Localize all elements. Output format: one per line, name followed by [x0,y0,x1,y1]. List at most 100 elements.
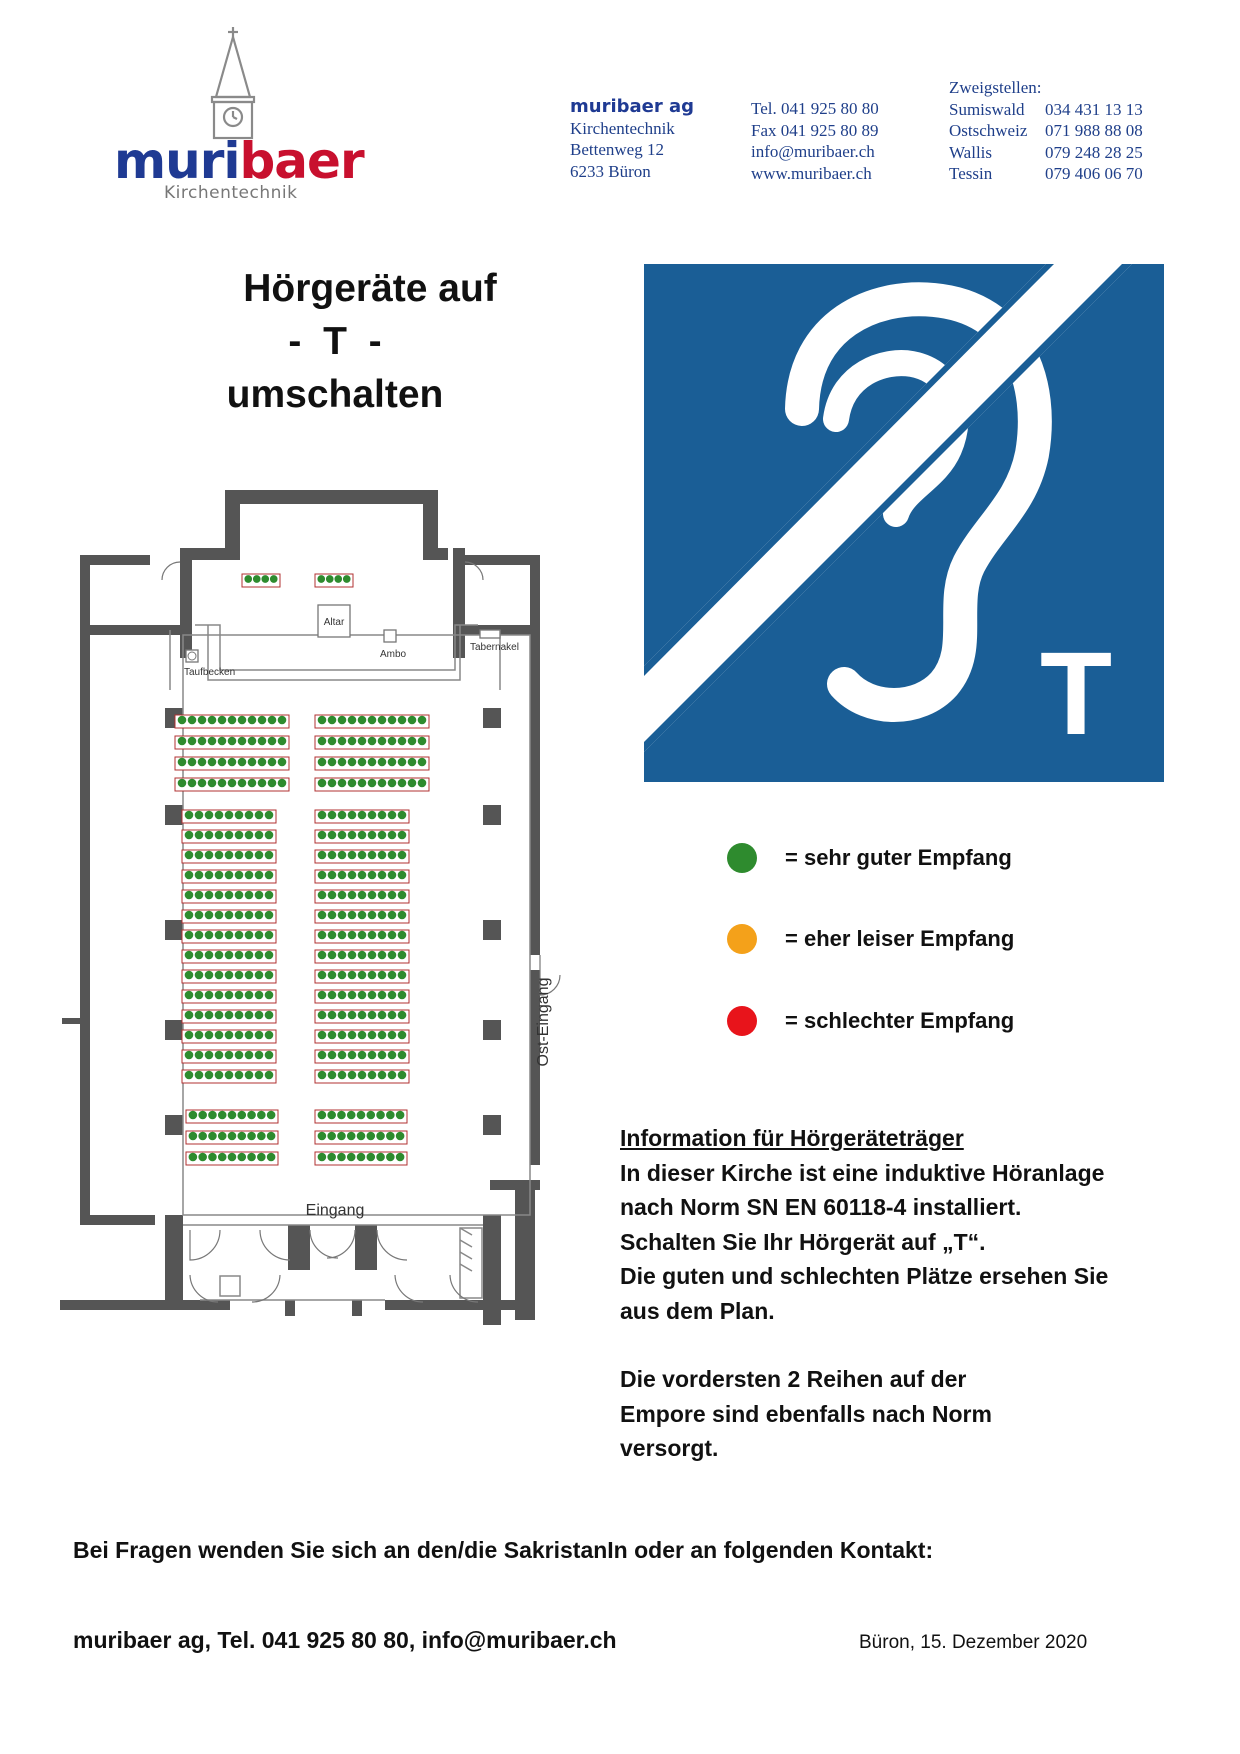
seat-dot [397,830,407,840]
seat-dot [367,810,377,820]
legend-label: = schlechter Empfang [785,1008,1015,1033]
seat-dot [264,830,274,840]
seat-dot [254,810,264,820]
seat-dot [317,910,327,920]
seat-dot [397,757,407,767]
company-contact: Tel. 041 925 80 80 Fax 041 925 80 89 inf… [751,98,879,184]
seat-dot [357,850,367,860]
green-dot-icon [727,843,757,873]
seat-dot [337,890,347,900]
seat-dot [327,870,337,880]
church-tower-icon [210,27,256,140]
seat-dot [377,736,387,746]
seat-dot [337,1131,346,1141]
seat-dot [264,910,274,920]
seat-dot [234,830,244,840]
seat-dot [244,950,254,960]
seat-dot [395,1110,405,1120]
seat-dot [356,1110,366,1120]
seat-dot [327,715,337,725]
seat-dot [257,715,267,725]
seat-dot [397,1050,407,1060]
seat-dot [347,1010,357,1020]
seat-dot [346,1110,356,1120]
seat-dot [347,1070,357,1080]
seat-dot [397,870,407,880]
seat-dot [337,1152,346,1162]
seat-dot [367,1030,377,1040]
company-address: muribaer ag Kirchentechnik Bettenweg 12 … [570,96,694,182]
logo-word-b: baer [239,132,365,190]
seat-dot [234,1050,244,1060]
seat-dot [407,778,417,788]
page-title: Hörgeräte auf - T - umschalten [160,262,580,421]
seat-dot [244,930,254,940]
seat-dot [397,778,407,788]
seat-dot [204,970,214,980]
seat-dot [234,1070,244,1080]
seat-dot [244,970,254,980]
seat-dot [264,1050,274,1060]
seat-dot [387,890,397,900]
seat-dot [337,736,347,746]
seat-dot [317,930,327,940]
seat-dot [177,757,187,767]
seat-dot [204,870,214,880]
company-line1: Kirchentechnik [570,118,675,138]
seat-dot [356,1152,366,1162]
contact-web[interactable]: www.muribaer.ch [751,163,872,183]
seat-dot [244,910,254,920]
seat-dot [417,778,427,788]
info-p1-line: nach Norm SN EN 60118-4 installiert. [620,1194,1022,1220]
info-p2-line: Die vordersten 2 Reihen auf der [620,1366,967,1392]
seat-dot [357,1030,367,1040]
seat-dot [264,1070,274,1080]
legend-label: = eher leiser Empfang [785,926,1015,951]
seat-dot [204,930,214,940]
seat-dot [204,1070,214,1080]
seat-dot [377,950,387,960]
seat-dot [247,715,257,725]
seat-dot [204,1030,214,1040]
seat-dot [184,930,194,940]
seat-dot [317,1030,327,1040]
info-p1-line: In dieser Kirche ist eine induktive Höra… [620,1159,1105,1186]
seat-dot [224,930,234,940]
seat-dot [387,757,397,767]
seat-dot [357,970,367,980]
seat-dot [267,736,277,746]
legend-label: = sehr guter Empfang [785,845,1012,870]
seat-dot [194,950,204,960]
company-street: Bettenweg 12 [570,140,664,159]
floor-plan-svg: Altar Ambo Taufbecken Tabernakel Ost-Ein… [60,490,561,1325]
info-p2-line: versorgt. [620,1435,719,1461]
seat-dot [327,1110,336,1120]
seat-dot [224,950,234,960]
label-eingang: Eingang [306,1202,365,1219]
seat-dot [214,990,224,1000]
branch-phone: 071 988 88 08 [1045,121,1143,140]
seat-dot [264,930,274,940]
seat-dot [367,715,377,725]
contact-email[interactable]: info@muribaer.ch [751,142,875,161]
seat-dot [377,1050,387,1060]
seat-dot [214,870,224,880]
seat-dot [234,1030,244,1040]
seat-dot [224,1050,234,1060]
legend-item-quiet: = eher leiser Empfang [727,924,1014,954]
seat-dot [387,1070,397,1080]
seat-dot [386,1110,395,1120]
seat-dot [197,736,207,746]
seat-dot [184,910,194,920]
seat-dot [417,715,427,725]
seat-dot [327,778,337,788]
ear-icon: T [644,264,1164,782]
seat-dot [407,715,417,725]
seat-dot [397,850,407,860]
seat-dot [237,778,247,788]
seat-dot [367,1010,377,1020]
seat-dot [366,1110,376,1120]
seat-dot [366,1152,376,1162]
